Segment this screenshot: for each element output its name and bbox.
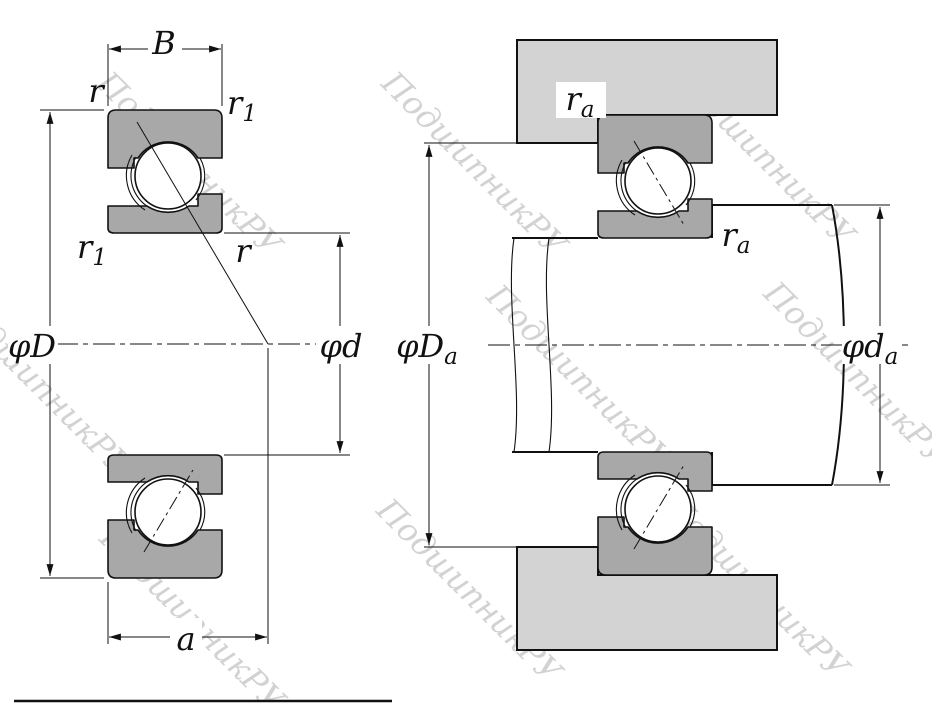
ball-axis-line	[633, 464, 685, 550]
label-phida: φda	[842, 327, 899, 370]
bearing-section-bottom	[597, 451, 713, 576]
watermark-text: ПодшипникРУ	[479, 276, 681, 478]
label-halo	[316, 326, 368, 364]
ball-axis-line	[143, 469, 194, 553]
label-r-top-left: r	[88, 72, 105, 110]
right-view: φDa φda ra ra	[396, 39, 908, 651]
label-phiD: φD	[8, 327, 56, 365]
shaft-break-line	[545, 237, 553, 453]
label-r1-top-right: r1	[227, 84, 257, 127]
label-halo	[8, 326, 58, 364]
label-a: a	[176, 620, 195, 658]
label-halo	[396, 326, 462, 364]
bearing-section-top	[597, 114, 713, 239]
label-ra-shaft: ra	[721, 216, 750, 259]
shaft-break-line	[510, 237, 518, 453]
label-phid: φd	[320, 327, 363, 365]
contact-angle-line	[136, 121, 269, 345]
label-halo	[148, 24, 182, 58]
bearing-section-bottom	[107, 454, 223, 579]
label-B: B	[151, 24, 176, 62]
label-ra-housing: ra	[565, 80, 594, 123]
left-view: B φD φd a r r1 r1 r	[8, 24, 368, 658]
label-halo	[170, 618, 202, 654]
label-halo	[842, 326, 902, 364]
label-r-mid-right: r	[235, 232, 252, 270]
ball-axis-line	[633, 140, 685, 226]
label-phiDa: φDa	[396, 327, 458, 370]
label-halo	[556, 82, 606, 118]
bearing-section-top	[107, 109, 223, 234]
label-r1-mid-left: r1	[77, 228, 107, 271]
